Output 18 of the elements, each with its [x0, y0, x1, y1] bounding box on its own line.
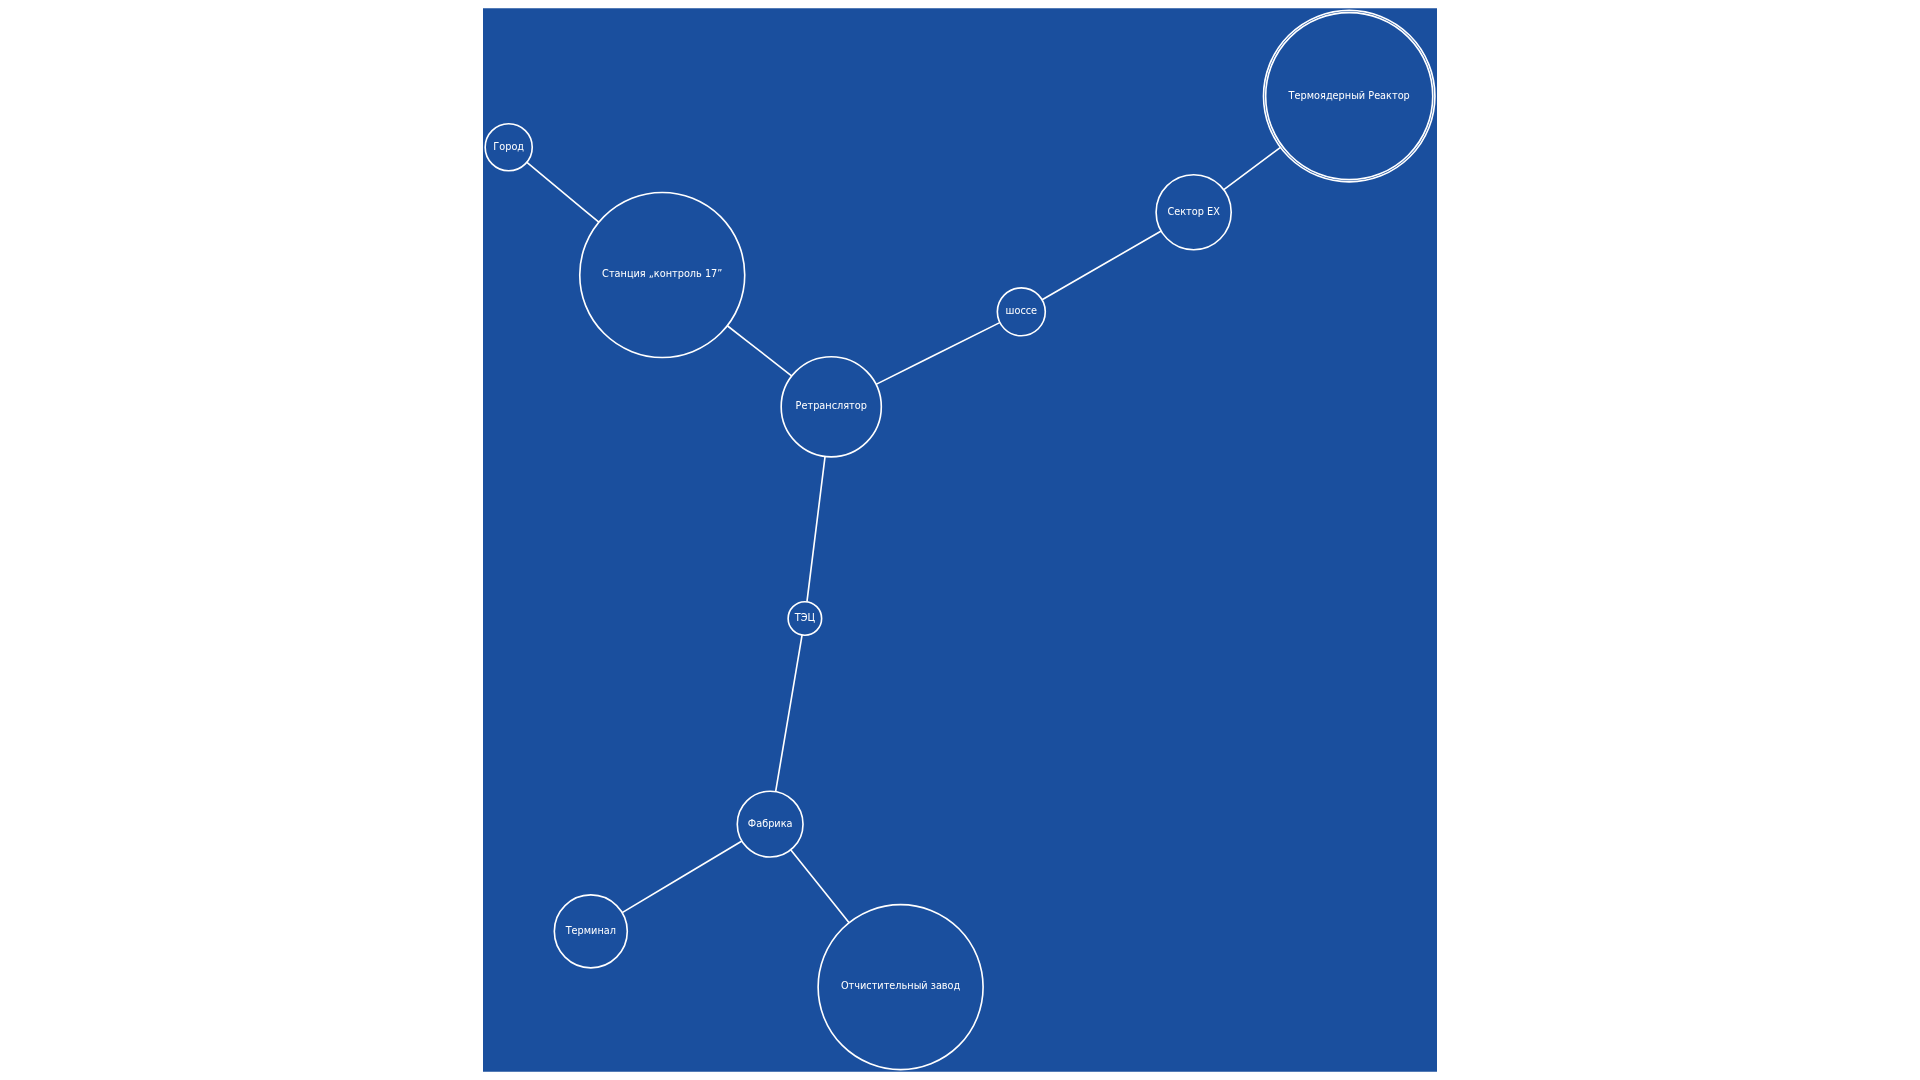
connector	[1223, 146, 1282, 191]
node-circle: Терминал	[553, 894, 629, 969]
connector	[621, 840, 743, 914]
connector	[726, 324, 793, 377]
connector	[806, 455, 826, 603]
connector	[789, 848, 850, 924]
node-circle: Город	[484, 122, 534, 172]
node-circle: Ретранслятор	[780, 355, 883, 458]
node-circle: Сектор EX	[1155, 173, 1232, 251]
node-circle: ТЭЦ	[787, 600, 823, 637]
node-circle: Станция „контроль 17”	[578, 191, 746, 359]
connector	[774, 634, 803, 793]
node-circle: Отчистительный завод	[817, 903, 984, 1071]
connector	[875, 321, 1001, 386]
connector	[526, 161, 600, 224]
connector	[1041, 230, 1162, 301]
node-circle: шоссе	[996, 287, 1047, 337]
node-circle: Фабрика	[736, 790, 804, 858]
